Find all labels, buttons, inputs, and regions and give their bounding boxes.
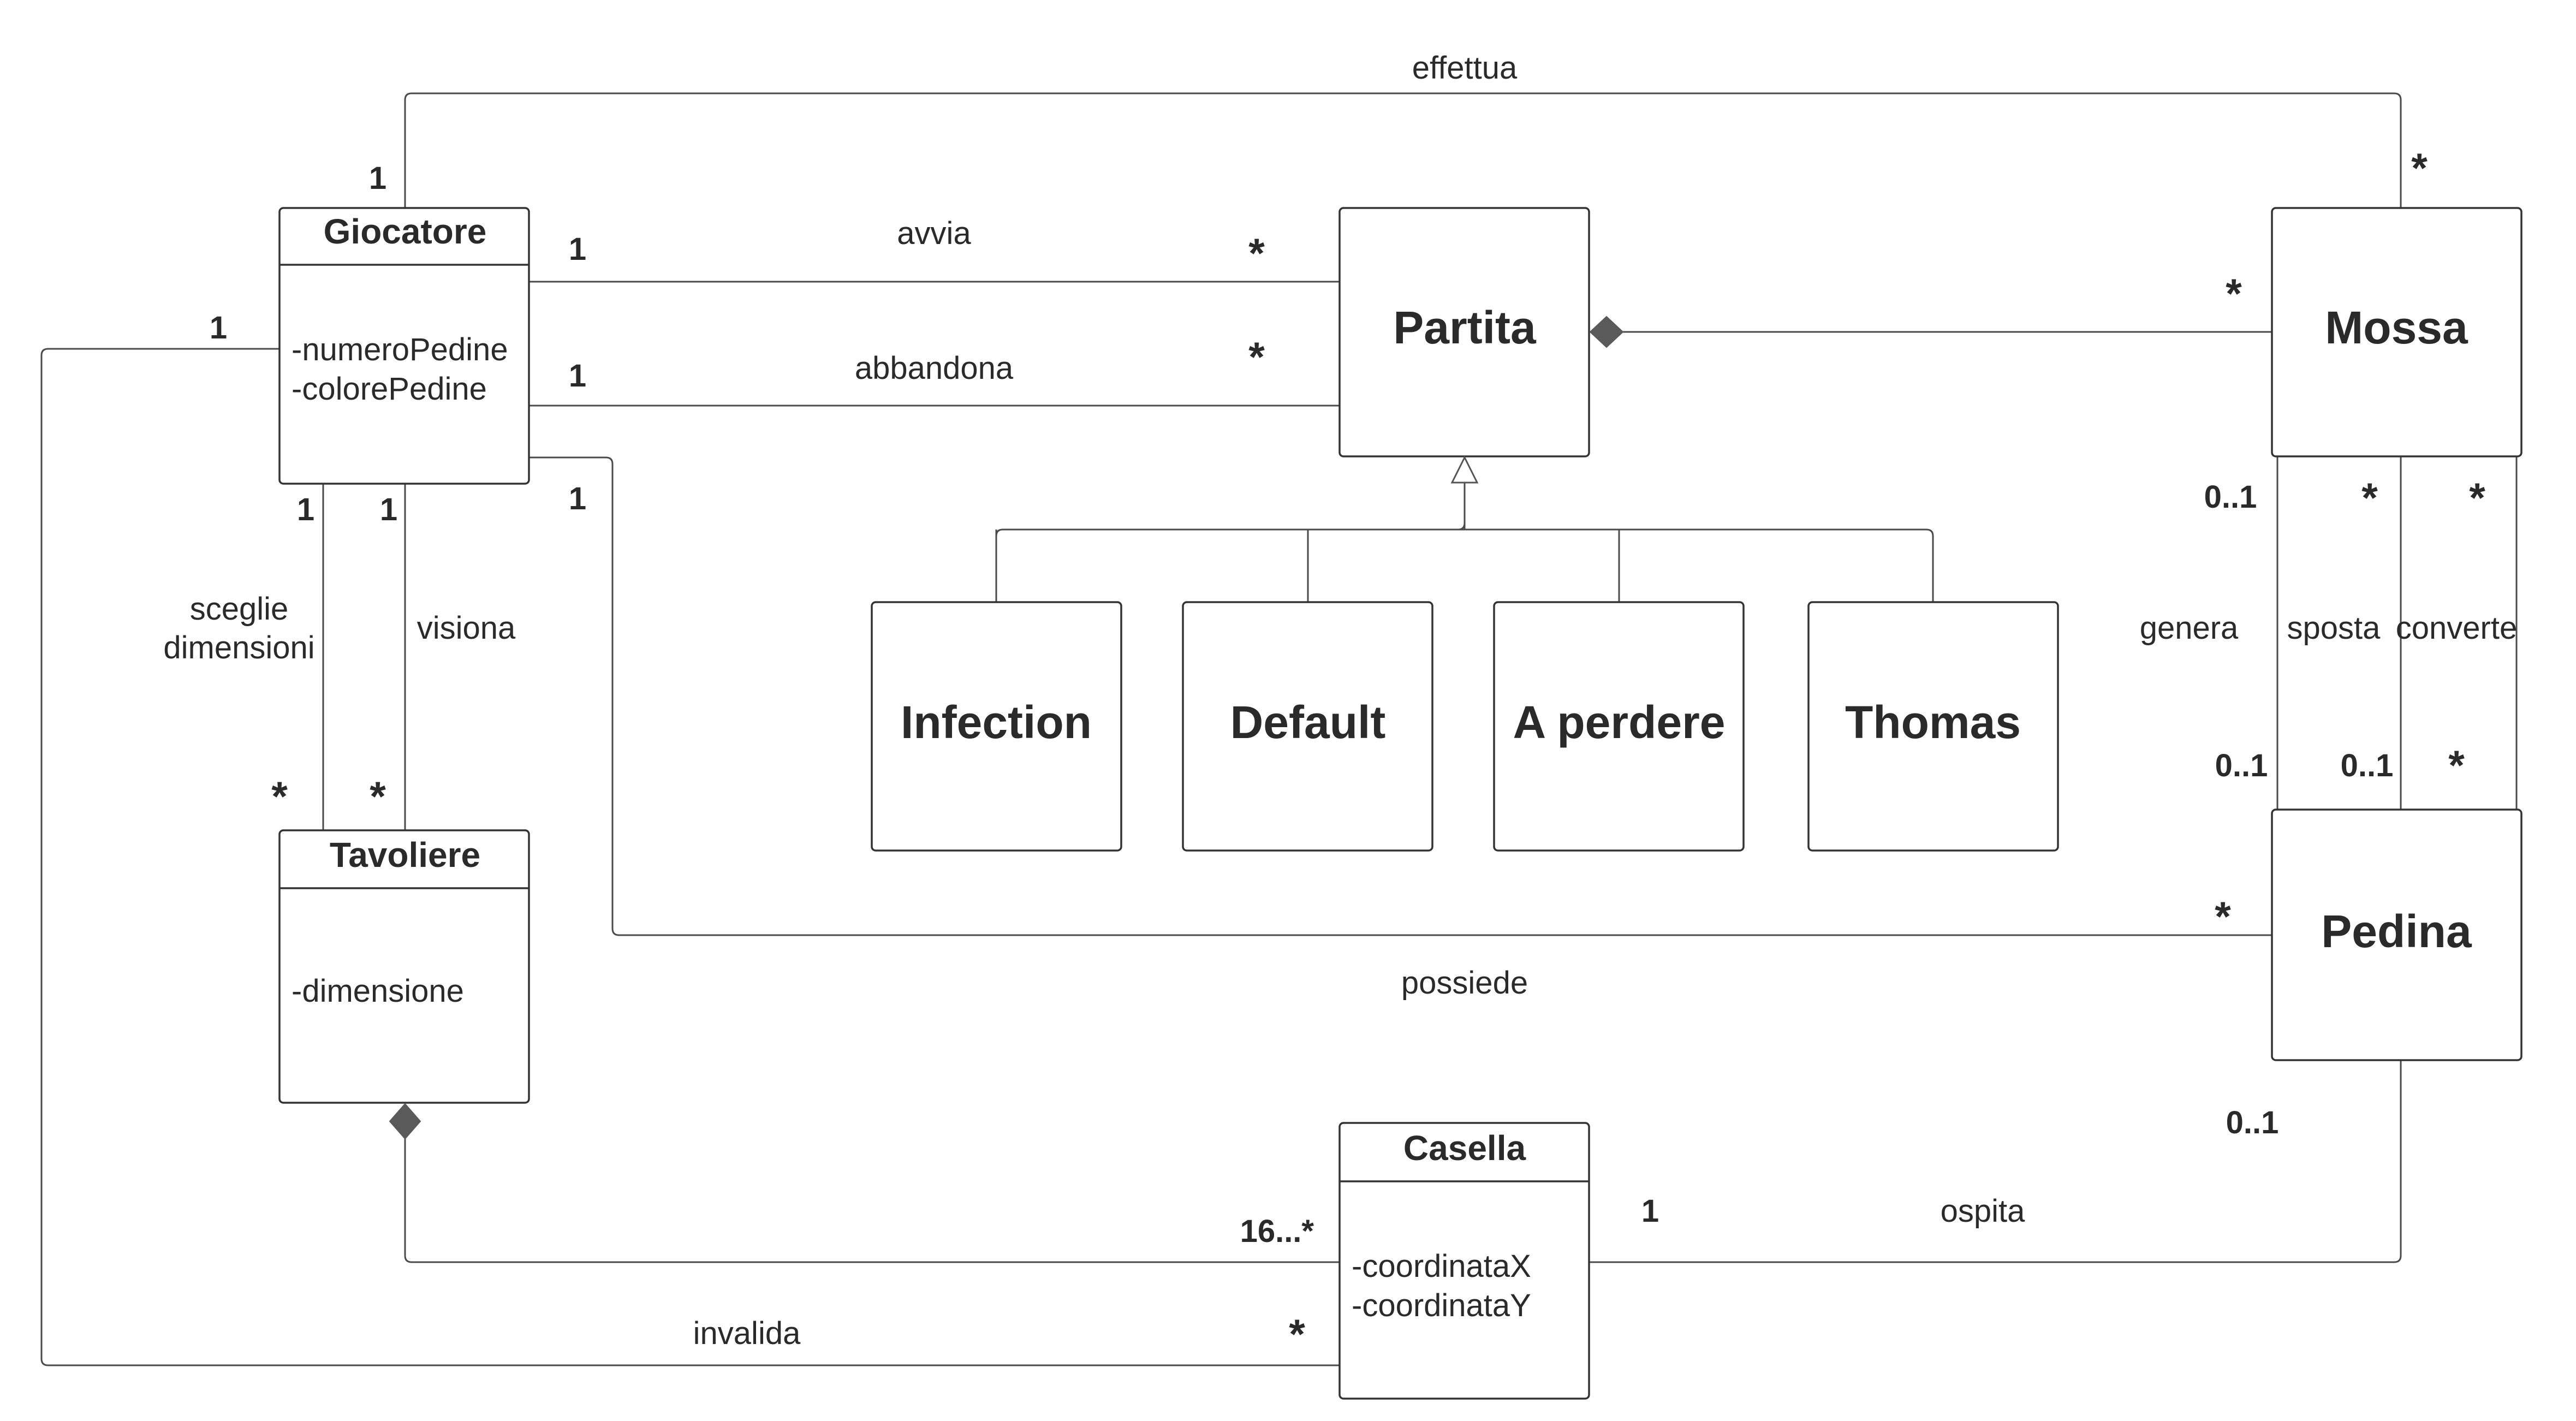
abbandona-mult-partita: * (1248, 334, 1265, 380)
sceglie-mult-tavoliere: * (271, 774, 288, 820)
class-partita-name: Partita (1393, 302, 1537, 353)
possiede-mult-pedina: * (2215, 894, 2231, 940)
class-casella-name: Casella (1403, 1128, 1526, 1168)
invalida-mult-giocatore: 1 (210, 310, 227, 346)
class-pedina: Pedina (2271, 808, 2523, 1061)
invalida-line (40, 348, 1340, 1366)
partita-mossa-mult: * (2226, 271, 2242, 317)
class-a-perdere: A perdere (1493, 601, 1745, 852)
generalization-arrowhead (1450, 455, 1479, 484)
class-a-perdere-name: A perdere (1513, 697, 1725, 748)
class-thomas-name: Thomas (1845, 697, 2021, 748)
class-default: Default (1182, 601, 1433, 852)
class-mossa: Mossa (2271, 207, 2523, 457)
class-casella-attr-2: -coordinataY (1352, 1288, 1531, 1323)
tavoliere-composition-diamond (389, 1103, 421, 1140)
class-thomas: Thomas (1807, 601, 2059, 852)
tavoliere-casella-mult: 16...* (1240, 1214, 1314, 1249)
generalization-tree (995, 483, 1934, 602)
converte-label: converte (2396, 610, 2517, 646)
ospita-label: ospita (1941, 1193, 2026, 1229)
avvia-label: avvia (897, 216, 971, 251)
effettua-line (404, 92, 2402, 208)
class-giocatore-attr-1: -numeroPedine (291, 332, 508, 367)
class-casella-attr-1: -coordinataX (1352, 1248, 1531, 1284)
class-mossa-name: Mossa (2325, 302, 2468, 353)
visiona-label: visiona (417, 610, 516, 646)
class-giocatore-attr-2: -colorePedine (291, 371, 487, 407)
class-casella: Casella -coordinataX -coordinataY (1338, 1122, 1590, 1400)
possiede-mult-giocatore: 1 (569, 481, 586, 516)
ospita-mult-pedina: 0..1 (2226, 1105, 2279, 1140)
sceglie-label-line1: sceglie (190, 591, 289, 627)
class-partita: Partita (1338, 207, 1590, 457)
class-infection-name: Infection (901, 697, 1092, 748)
genera-mult-pedina: 0..1 (2215, 748, 2268, 783)
visiona-mult-tavoliere: * (370, 774, 386, 820)
possiede-label: possiede (1401, 965, 1528, 1001)
sceglie-mult-giocatore: 1 (297, 492, 314, 527)
sposta-label: sposta (2287, 610, 2381, 646)
invalida-mult-casella: * (1289, 1311, 1305, 1358)
class-default-name: Default (1230, 697, 1386, 748)
class-giocatore: Giocatore -numeroPedine -colorePedine (278, 207, 530, 485)
effettua-mult-giocatore: 1 (369, 160, 386, 196)
class-tavoliere-name: Tavoliere (330, 835, 480, 875)
partita-composition-diamond (1589, 316, 1624, 348)
effettua-label: effettua (1412, 50, 1518, 86)
class-tavoliere-attr-1: -dimensione (291, 973, 464, 1009)
invalida-label: invalida (693, 1316, 801, 1351)
avvia-mult-partita: * (1248, 230, 1265, 277)
class-pedina-name: Pedina (2321, 906, 2472, 957)
converte-mult-mossa: * (2469, 475, 2485, 521)
genera-mult-mossa: 0..1 (2204, 479, 2257, 515)
class-giocatore-name: Giocatore (324, 212, 487, 251)
effettua-mult-mossa: * (2411, 145, 2428, 192)
abbandona-mult-giocatore: 1 (569, 358, 586, 394)
sceglie-label-line2: dimensioni (163, 630, 314, 665)
class-infection: Infection (871, 601, 1122, 852)
possiede-line (529, 456, 2272, 936)
tavoliere-casella-line (404, 1139, 1340, 1263)
avvia-mult-giocatore: 1 (569, 231, 586, 267)
abbandona-label: abbandona (855, 350, 1014, 386)
converte-mult-pedina: * (2448, 742, 2465, 789)
visiona-mult-giocatore: 1 (380, 492, 397, 527)
ospita-line (1589, 1060, 2402, 1263)
sposta-mult-pedina: 0..1 (2341, 748, 2394, 783)
sposta-mult-mossa: * (2361, 475, 2378, 521)
class-tavoliere: Tavoliere -dimensione (278, 829, 530, 1104)
ospita-mult-casella: 1 (1641, 1193, 1659, 1229)
genera-label: genera (2140, 610, 2239, 646)
